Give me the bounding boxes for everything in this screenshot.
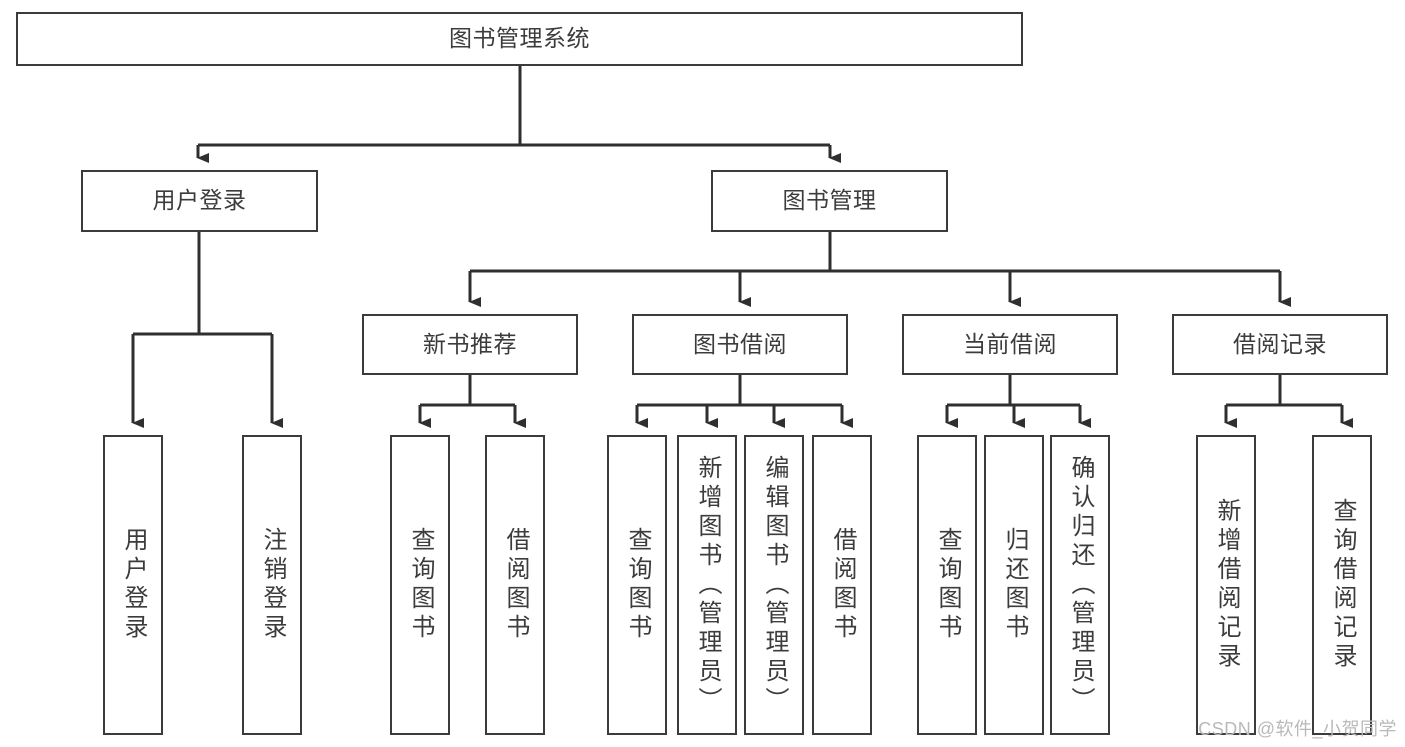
node-leaf-user-login[interactable]: 用户登录 bbox=[103, 435, 163, 735]
node-label: 查询图书 bbox=[624, 527, 651, 643]
node-label: 用户登录 bbox=[120, 527, 147, 643]
node-leaf-add-record[interactable]: 新增借阅记录 bbox=[1196, 435, 1256, 735]
node-label: 确认归还（管理员） bbox=[1067, 454, 1094, 716]
node-label: 借阅图书 bbox=[829, 527, 856, 643]
node-root-system[interactable]: 图书管理系统 bbox=[16, 12, 1023, 66]
node-leaf-query-book-2[interactable]: 查询图书 bbox=[607, 435, 667, 735]
node-label: 借阅记录 bbox=[1233, 330, 1327, 357]
node-label: 编辑图书（管理员） bbox=[761, 454, 788, 716]
node-label: 新书推荐 bbox=[423, 330, 517, 357]
node-leaf-query-record[interactable]: 查询借阅记录 bbox=[1312, 435, 1372, 735]
node-book-borrow[interactable]: 图书借阅 bbox=[632, 314, 848, 375]
node-leaf-query-book-1[interactable]: 查询图书 bbox=[390, 435, 450, 735]
node-leaf-confirm-return[interactable]: 确认归还（管理员） bbox=[1050, 435, 1110, 735]
node-label: 图书管理系统 bbox=[449, 25, 590, 52]
node-label: 当前借阅 bbox=[963, 330, 1057, 357]
node-label: 新增图书（管理员） bbox=[694, 454, 721, 716]
node-label: 查询图书 bbox=[407, 527, 434, 643]
node-new-book-recommend[interactable]: 新书推荐 bbox=[362, 314, 578, 375]
node-current-borrow[interactable]: 当前借阅 bbox=[902, 314, 1118, 375]
node-leaf-add-book[interactable]: 新增图书（管理员） bbox=[677, 435, 737, 735]
node-borrow-record[interactable]: 借阅记录 bbox=[1172, 314, 1388, 375]
node-label: 归还图书 bbox=[1001, 527, 1028, 643]
node-label: 新增借阅记录 bbox=[1213, 498, 1240, 672]
node-label: 图书借阅 bbox=[693, 330, 787, 357]
node-label: 查询借阅记录 bbox=[1329, 498, 1356, 672]
node-user-login[interactable]: 用户登录 bbox=[81, 170, 318, 232]
node-label: 查询图书 bbox=[934, 527, 961, 643]
node-leaf-user-logout[interactable]: 注销登录 bbox=[242, 435, 302, 735]
node-label: 图书管理 bbox=[782, 187, 877, 214]
node-leaf-borrow-book-2[interactable]: 借阅图书 bbox=[812, 435, 872, 735]
node-label: 注销登录 bbox=[259, 527, 286, 643]
node-book-management[interactable]: 图书管理 bbox=[711, 170, 948, 232]
node-label: 用户登录 bbox=[152, 187, 247, 214]
node-leaf-query-book-3[interactable]: 查询图书 bbox=[917, 435, 977, 735]
node-leaf-edit-book[interactable]: 编辑图书（管理员） bbox=[744, 435, 804, 735]
node-label: 借阅图书 bbox=[502, 527, 529, 643]
node-leaf-borrow-book-1[interactable]: 借阅图书 bbox=[485, 435, 545, 735]
csdn-watermark: CSDN @软件_小贺同学 bbox=[1198, 719, 1397, 739]
node-leaf-return-book[interactable]: 归还图书 bbox=[984, 435, 1044, 735]
